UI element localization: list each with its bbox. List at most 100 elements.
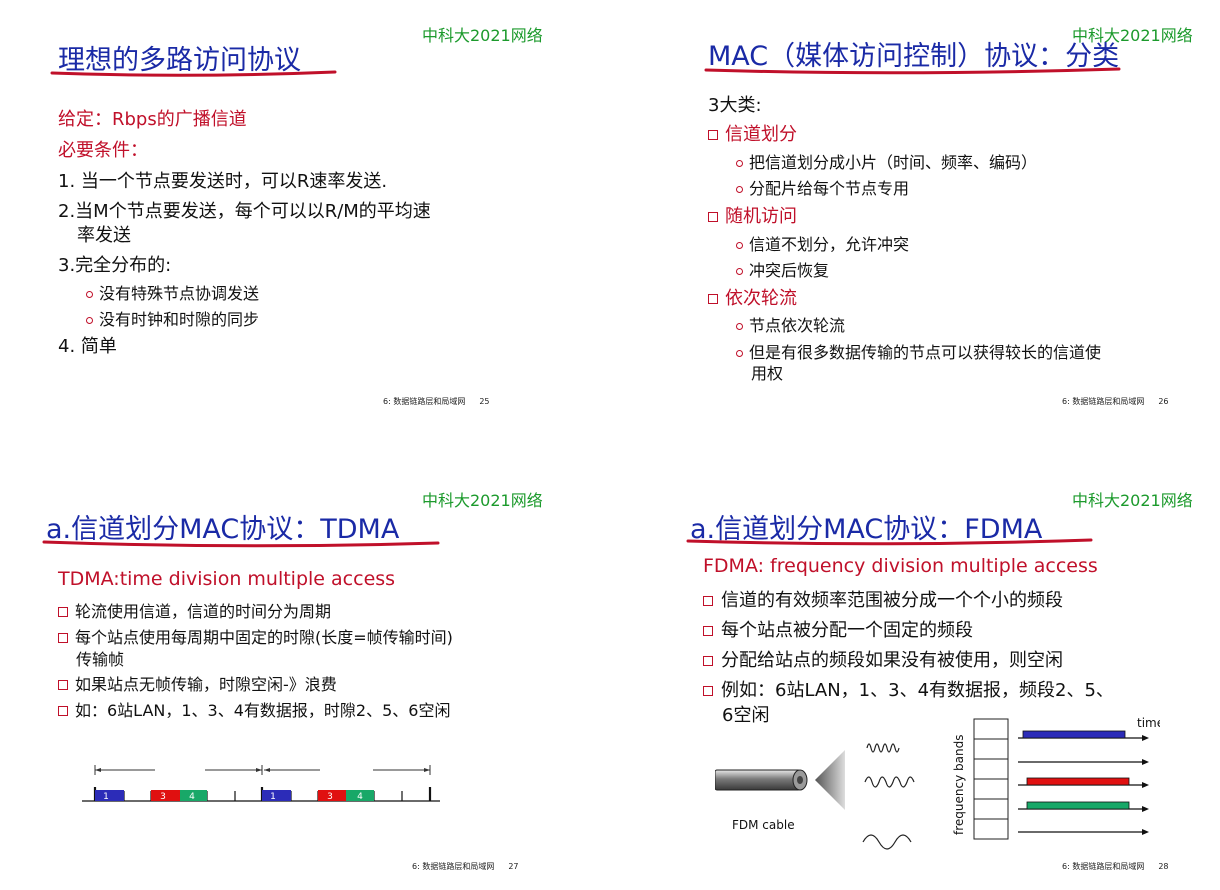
condition-3-sub-1: 没有特殊节点协调发送 [86, 280, 259, 304]
slot-station-1 [95, 790, 124, 801]
square-bullet-icon [708, 212, 718, 222]
subtitle: FDMA: frequency division multiple access [703, 555, 1098, 577]
slide-27: 中科大2021网络 a.信道划分MAC协议：TDMA TDMA:time div… [0, 445, 610, 890]
mid-frequency-wave [864, 776, 915, 788]
category-1: 信道划分 [708, 120, 797, 146]
bullet-1: 信道的有效频率范围被分成一个个小的频段 [703, 586, 1063, 612]
square-bullet-icon [703, 686, 713, 696]
slide-title: a.信道划分MAC协议：TDMA [46, 514, 400, 545]
slot-station-1 [262, 790, 291, 801]
square-bullet-icon [58, 706, 68, 716]
slot-label: 4 [357, 792, 363, 802]
cable-label: FDM cable [732, 818, 795, 832]
subtitle: TDMA:time division multiple access [58, 568, 396, 590]
slide-title: MAC（媒体访问控制）协议：分类 [708, 41, 1120, 72]
slide-title: 理想的多路访问协议 [58, 45, 301, 76]
brand-label: 中科大2021网络 [1072, 491, 1193, 510]
condition-1: 1. 当一个节点要发送时，可以R速率发送. [58, 171, 388, 192]
page-number: 28 [1158, 862, 1169, 871]
title-underline [686, 538, 1093, 546]
category-3-item-2-cont: 用权 [751, 364, 784, 383]
slot-label: 3 [160, 792, 166, 802]
slide-28: 中科大2021网络 a.信道划分MAC协议：FDMA FDMA: frequen… [610, 445, 1220, 890]
low-frequency-wave [862, 834, 912, 850]
slot-label: 3 [327, 792, 333, 802]
square-bullet-icon [708, 130, 718, 140]
bullet-4-cont: 6空闲 [722, 705, 770, 726]
bullet-3: 分配给站点的频段如果没有被使用，则空闲 [703, 646, 1063, 672]
category-3: 依次轮流 [708, 284, 797, 310]
signal-cone [815, 750, 845, 810]
band-station-3 [1026, 777, 1130, 786]
slot-station-3 [318, 790, 346, 801]
slide-26: 中科大2021网络 MAC（媒体访问控制）协议：分类 3大类: 信道划分 把信道… [610, 0, 1220, 445]
slot-label: 1 [103, 792, 109, 802]
category-1-item-2: 分配片给每个节点专用 [736, 175, 909, 199]
brand-label: 中科大2021网络 [422, 491, 543, 510]
slide-25: 中科大2021网络 理想的多路访问协议 给定：Rbps的广播信道 必要条件： 1… [0, 0, 610, 445]
brand-label: 中科大2021网络 [422, 26, 543, 45]
square-bullet-icon [703, 626, 713, 636]
category-2-item-1: 信道不划分，允许冲突 [736, 231, 909, 255]
slot-station-4 [180, 790, 207, 801]
category-2-item-2: 冲突后恢复 [736, 257, 829, 281]
condition-3-sub-2: 没有时钟和时隙的同步 [86, 306, 259, 330]
square-bullet-icon [58, 633, 68, 643]
category-1-item-1: 把信道划分成小片（时间、频率、编码） [736, 149, 1037, 173]
intro-line: 3大类: [708, 95, 762, 116]
bullet-4: 如：6站LAN，1、3、4有数据报，时隙2、5、6空闲 [58, 697, 450, 721]
bullet-2-cont: 传输帧 [76, 650, 125, 669]
condition-3: 3.完全分布的: [58, 255, 172, 276]
bullet-2: 每个站点被分配一个固定的频段 [703, 616, 973, 642]
circle-bullet-icon [736, 160, 743, 167]
slide-title: a.信道划分MAC协议：FDMA [690, 514, 1043, 545]
time-axis-label: time [1137, 716, 1160, 730]
bullet-3: 如果站点无帧传输，时隙空闲-》浪费 [58, 671, 337, 695]
title-underline [704, 67, 1121, 75]
cable-body [715, 769, 801, 791]
circle-bullet-icon [736, 268, 743, 275]
bullet-4: 例如：6站LAN，1、3、4有数据报，频段2、5、 [703, 676, 1114, 702]
square-bullet-icon [58, 680, 68, 690]
page-number: 25 [479, 397, 490, 406]
square-bullet-icon [708, 294, 718, 304]
title-underline [50, 70, 337, 77]
required-heading: 必要条件： [58, 140, 148, 161]
square-bullet-icon [703, 596, 713, 606]
fdm-cable-illustration [715, 743, 915, 850]
tdma-timeline-diagram: 1 3 4 1 3 4 [82, 765, 440, 802]
circle-bullet-icon [736, 242, 743, 249]
square-bullet-icon [703, 656, 713, 666]
band-station-1 [1022, 730, 1126, 739]
circle-bullet-icon [86, 291, 93, 298]
category-3-item-1: 节点依次轮流 [736, 312, 845, 336]
high-frequency-wave [866, 743, 900, 753]
circle-bullet-icon [86, 317, 93, 324]
slot-station-4 [346, 790, 374, 801]
bullet-1: 轮流使用信道，信道的时间分为周期 [58, 598, 331, 622]
bullet-2: 每个站点使用每周期中固定的时隙(长度=帧传输时间) [58, 624, 453, 648]
square-bullet-icon [58, 607, 68, 617]
frequency-band-diagram: frequency bands time [952, 716, 1160, 840]
slot-label: 4 [189, 792, 195, 802]
condition-2-cont: 率发送 [77, 225, 131, 246]
circle-bullet-icon [736, 323, 743, 330]
condition-2: 2.当M个节点要发送，每个可以以R/M的平均速 [58, 201, 431, 222]
condition-4: 4. 简单 [58, 336, 117, 357]
band-station-4 [1026, 801, 1130, 810]
given-line: 给定：Rbps的广播信道 [58, 109, 247, 130]
circle-bullet-icon [736, 186, 743, 193]
slot-station-3 [151, 790, 180, 801]
title-underline [42, 540, 440, 548]
category-3-item-2: 但是有很多数据传输的节点可以获得较长的信道使 [736, 339, 1101, 363]
circle-bullet-icon [736, 350, 743, 357]
slot-label: 1 [270, 792, 276, 802]
page-number: 27 [508, 862, 519, 871]
brand-label: 中科大2021网络 [1072, 26, 1193, 45]
category-2: 随机访问 [708, 202, 797, 228]
page-number: 26 [1158, 397, 1169, 406]
